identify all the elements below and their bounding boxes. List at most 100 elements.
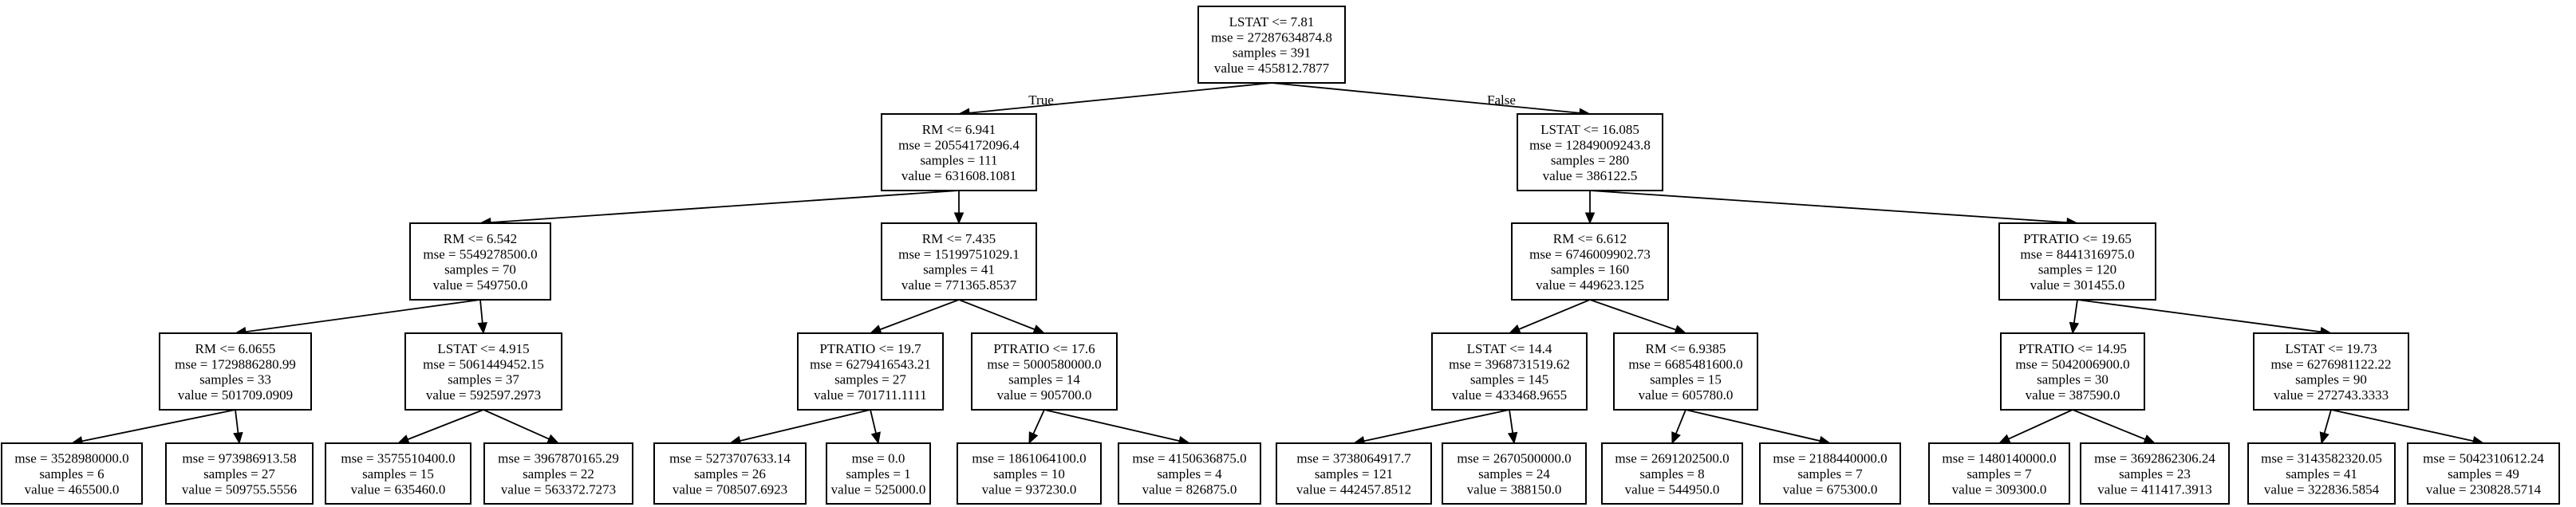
tree-edge [479, 190, 960, 228]
node-text-line: samples = 7 [1797, 466, 1863, 481]
node-text-line: samples = 6 [39, 466, 104, 481]
node-text-line: samples = 41 [2286, 466, 2357, 481]
tree-edge [2069, 299, 2080, 335]
node-text-line: PTRATIO <= 14.95 [2018, 341, 2127, 356]
node-text-line: mse = 5042006900.0 [2015, 356, 2129, 371]
node-text-line: value = 771365.8537 [901, 277, 1017, 293]
node-text-line: samples = 4 [1157, 466, 1222, 481]
tree-edge [1271, 82, 1592, 118]
node-text-line: mse = 20554172096.4 [898, 137, 1020, 152]
tree-edge [958, 299, 1046, 334]
node-text-line: value = 708507.6923 [673, 481, 787, 497]
node-text-line: value = 442457.8512 [1296, 481, 1411, 497]
node-text-line: samples = 41 [923, 262, 995, 277]
node-text-line: mse = 2691202500.0 [1615, 451, 1729, 466]
node-text-line: value = 701711.1111 [814, 387, 927, 403]
node-text-line: LSTAT <= 16.085 [1540, 122, 1639, 137]
node-text-line: mse = 3738064917.7 [1296, 451, 1411, 466]
node-text-line: value = 449623.125 [1536, 277, 1644, 293]
node-text-line: mse = 3143582320.05 [2261, 451, 2382, 466]
node-text-line: mse = 0.0 [852, 451, 905, 466]
node-box [1511, 222, 1669, 301]
node-text-line: value = 592597.2973 [426, 387, 541, 403]
node-text-line: samples = 15 [1650, 372, 1722, 387]
node-text-line: samples = 33 [199, 372, 271, 387]
tree-edge [1043, 409, 1191, 446]
node-text-line: LSTAT <= 4.915 [437, 341, 529, 356]
tree-edge [869, 299, 960, 335]
node-text-line: value = 563372.7273 [501, 481, 616, 497]
arrowhead-icon [2069, 321, 2080, 335]
tree-edge [1671, 409, 1686, 445]
node-text-line: value = 230828.5714 [2426, 481, 2542, 497]
arrowhead-icon [233, 431, 243, 445]
tree-edge [234, 299, 481, 337]
node-box [159, 332, 312, 411]
node-box [1442, 442, 1587, 505]
arrowhead-icon [1507, 431, 1518, 445]
node-box [1998, 222, 2156, 301]
node-text-line: samples = 49 [2448, 466, 2519, 481]
node-text-line: samples = 24 [1478, 466, 1550, 481]
node-text-line: value = 465500.0 [25, 481, 120, 497]
node-box [826, 442, 931, 505]
node-box [1613, 332, 1758, 411]
node-text-line: mse = 3528980000.0 [14, 451, 128, 466]
node-text-line: value = 386122.5 [1543, 168, 1638, 183]
node-box [797, 332, 944, 411]
node-text-line: samples = 160 [1551, 262, 1629, 277]
node-text-line: mse = 3575510400.0 [341, 451, 455, 466]
node-text-line: samples = 121 [1315, 466, 1393, 481]
node-text-line: mse = 27287634874.8 [1211, 29, 1332, 45]
arrowhead-icon [1032, 324, 1046, 334]
node-text-line: LSTAT <= 19.73 [2285, 341, 2377, 356]
node-box [2253, 332, 2409, 411]
node-text-line: RM <= 6.612 [1553, 231, 1627, 246]
node-text-line: mse = 2188440000.0 [1773, 451, 1887, 466]
node-box [881, 113, 1037, 191]
node-box [971, 332, 1118, 411]
node-text-line: value = 905700.0 [997, 387, 1092, 403]
node-box [1, 442, 143, 505]
tree-edge [1685, 409, 1832, 446]
node-text-line: samples = 23 [2119, 466, 2191, 481]
node-box [653, 442, 807, 505]
node-box [1928, 442, 2070, 505]
node-text-line: samples = 70 [444, 262, 516, 277]
node-text-line: mse = 15199751029.1 [898, 246, 1020, 261]
node-text-line: value = 455812.7877 [1214, 61, 1330, 76]
node-text-line: value = 309300.0 [1952, 481, 2047, 497]
tree-edge [1352, 409, 1510, 446]
arrowhead-icon [870, 431, 881, 445]
node-text-line: samples = 14 [1008, 372, 1080, 387]
arrowhead-icon [396, 434, 410, 444]
node-text-line: RM <= 6.0655 [195, 341, 276, 356]
node-text-line: mse = 3968731519.62 [1449, 356, 1570, 371]
node-text-line: value = 826875.0 [1142, 481, 1237, 497]
node-text-line: samples = 22 [523, 466, 594, 481]
node-text-line: samples = 90 [2295, 372, 2367, 387]
node-text-line: samples = 111 [920, 153, 997, 168]
arrowhead-icon [1584, 212, 1596, 225]
node-box [1601, 442, 1743, 505]
node-text-line: mse = 6276981122.22 [2270, 356, 2391, 371]
tree-edge [1998, 409, 2073, 444]
